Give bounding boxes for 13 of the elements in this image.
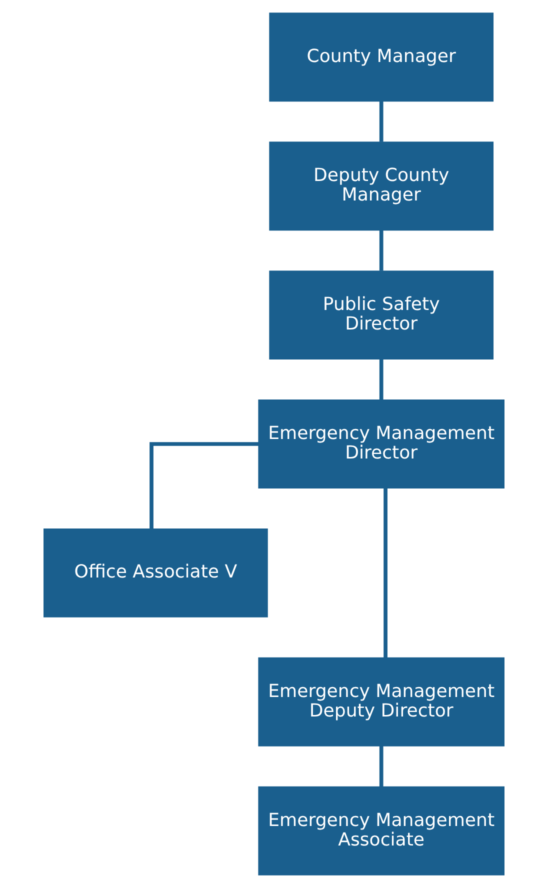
node-box: Emergency Management Director — [258, 400, 504, 488]
connector — [379, 359, 384, 400]
node-box: Deputy County Manager — [269, 142, 494, 231]
node-box: Emergency Management Associate — [258, 786, 504, 876]
connector — [379, 101, 384, 142]
connector — [379, 230, 384, 271]
node-box: Emergency Management Deputy Director — [258, 657, 504, 746]
connector — [150, 442, 259, 529]
connector — [379, 746, 384, 787]
node-box: County Manager — [269, 12, 494, 102]
node-box: Office Associate V — [44, 528, 268, 618]
connector — [384, 488, 388, 658]
node-box: Public Safety Director — [269, 270, 494, 360]
